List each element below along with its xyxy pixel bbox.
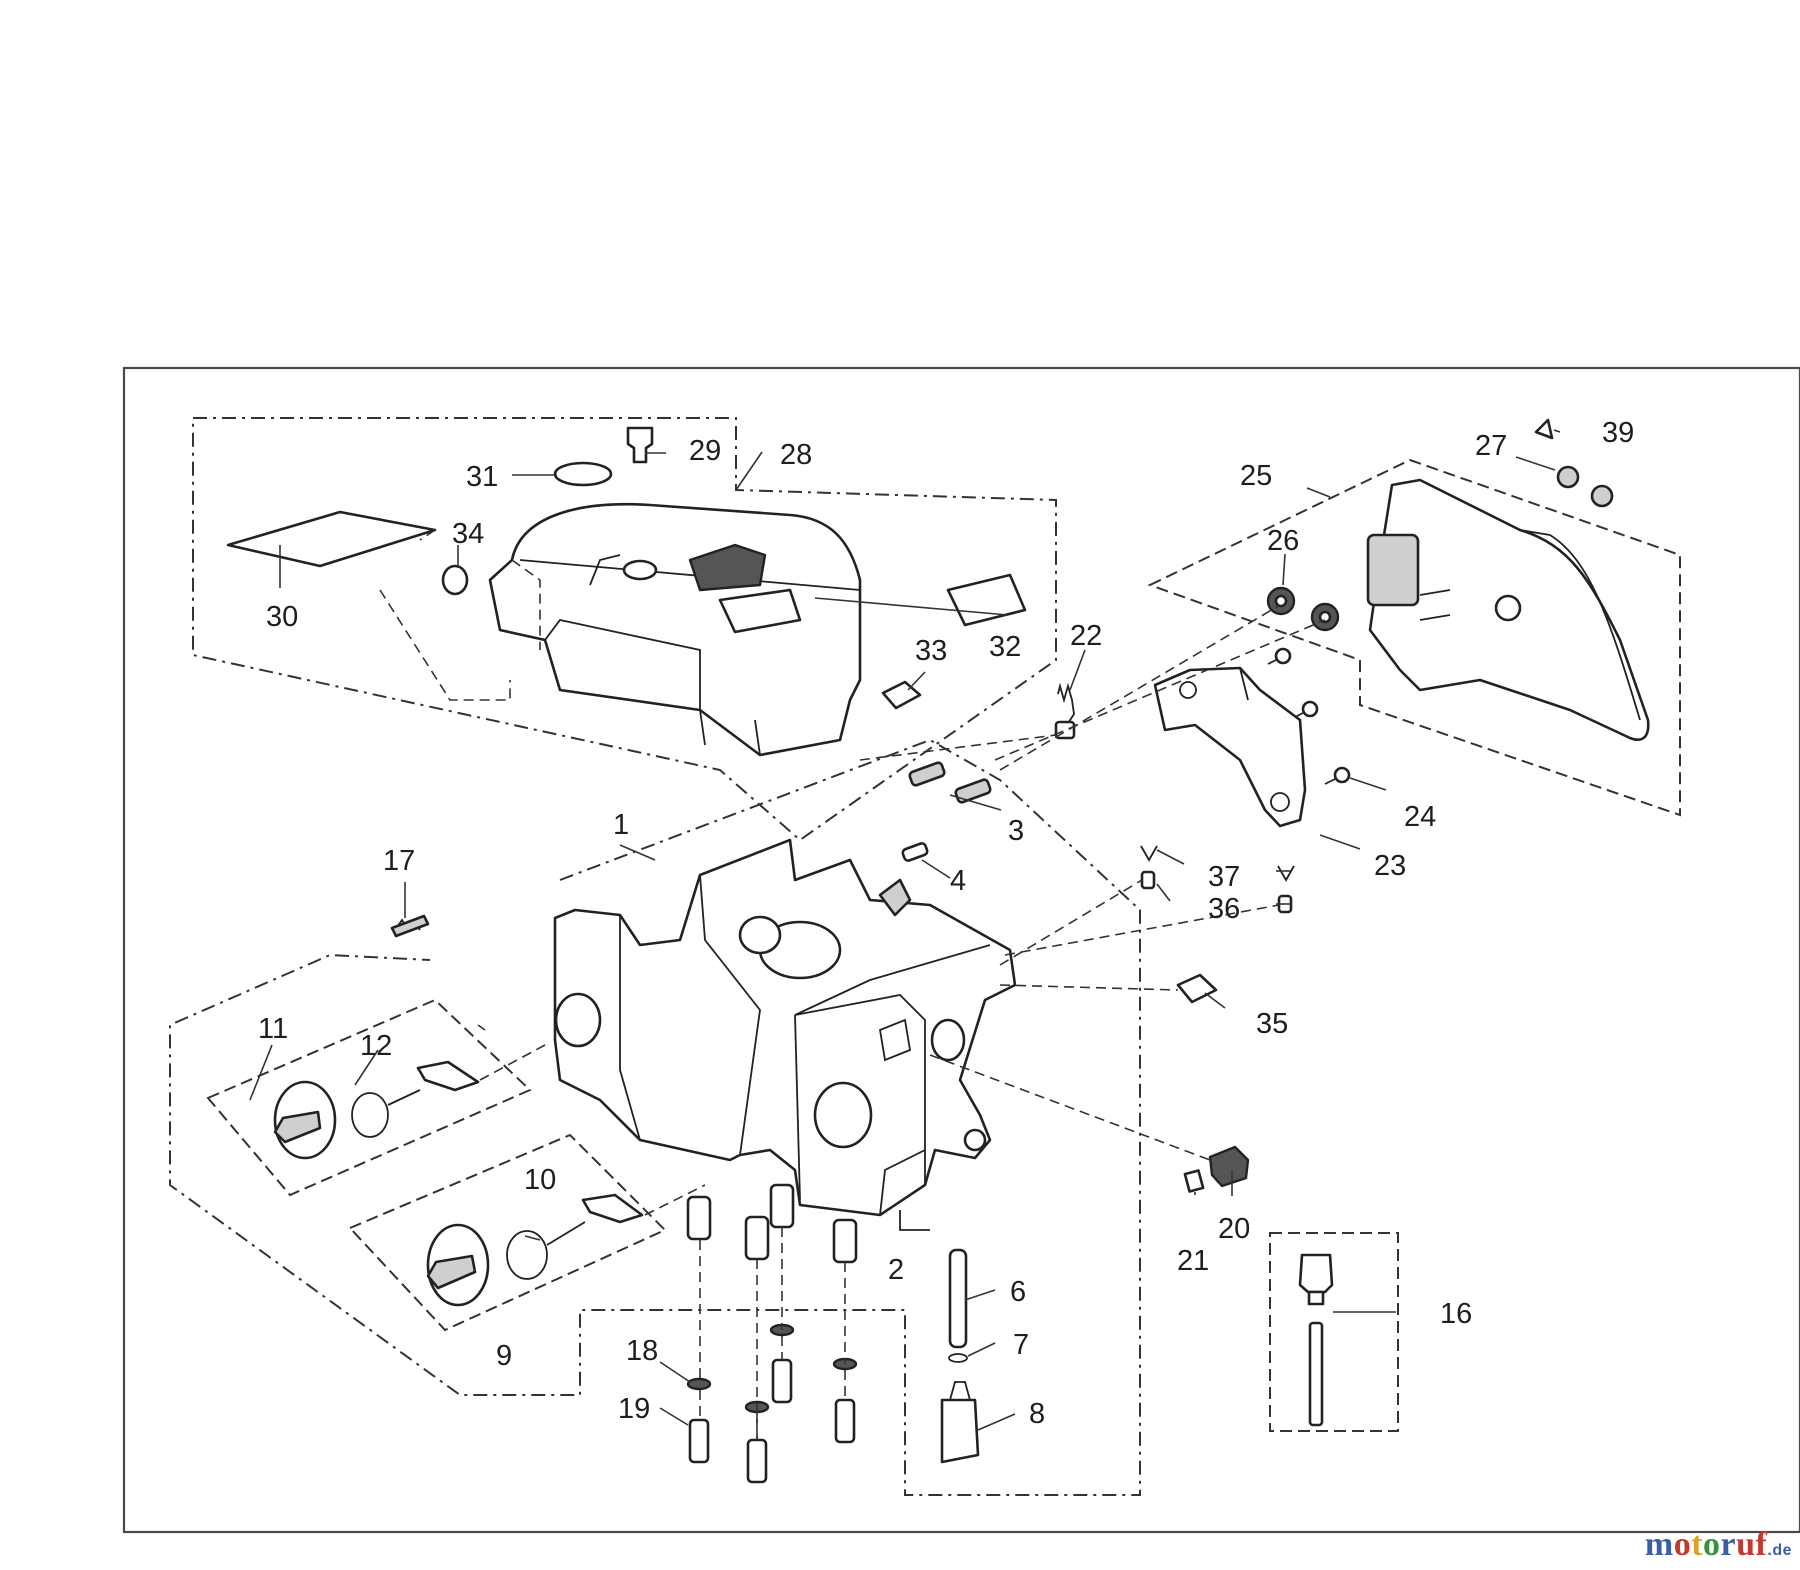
label-30: 30 bbox=[266, 601, 298, 633]
label-2: 2 bbox=[888, 1254, 904, 1286]
group-16-boundary bbox=[1269, 1232, 1399, 1432]
part-21 bbox=[1183, 1169, 1205, 1193]
pin-4 bbox=[901, 842, 929, 862]
crankcase bbox=[553, 838, 1017, 1231]
nuts-27 bbox=[1556, 465, 1614, 508]
pad-33 bbox=[881, 680, 922, 710]
plug-29 bbox=[626, 426, 654, 464]
group-11-boundary bbox=[206, 998, 532, 1197]
group-10-boundary bbox=[348, 1133, 667, 1332]
bolts-19 bbox=[688, 1358, 856, 1484]
washers-18 bbox=[686, 1323, 858, 1414]
fuel-hose-6 bbox=[948, 1248, 968, 1349]
watermark-logo: motoruf.de bbox=[1644, 1526, 1792, 1563]
label-7: 7 bbox=[1013, 1329, 1029, 1361]
label-9: 9 bbox=[496, 1340, 512, 1372]
diagram-frame bbox=[122, 366, 1800, 1534]
label-35: 35 bbox=[1256, 1008, 1288, 1040]
callout-labels: 1 2 3 4 6 7 8 9 10 11 12 16 17 18 19 20 … bbox=[258, 417, 1634, 1430]
label-33: 33 bbox=[915, 635, 947, 667]
label-25: 25 bbox=[1240, 460, 1272, 492]
label-6: 6 bbox=[1010, 1276, 1026, 1308]
label-18: 18 bbox=[626, 1335, 658, 1367]
label-8: 8 bbox=[1029, 1398, 1045, 1430]
label-26: 26 bbox=[1267, 525, 1299, 557]
label-27: 27 bbox=[1475, 430, 1507, 462]
assembly-lines bbox=[379, 529, 1326, 1440]
oil-cap-11 bbox=[273, 1060, 480, 1160]
label-20: 20 bbox=[1218, 1213, 1250, 1245]
leader-lines bbox=[249, 429, 1561, 1431]
label-32: 32 bbox=[989, 631, 1021, 663]
label-32 bbox=[946, 573, 1027, 627]
label-39: 39 bbox=[1602, 417, 1634, 449]
rivet-39 bbox=[1534, 418, 1554, 440]
decal-30 bbox=[226, 510, 437, 568]
label-17: 17 bbox=[383, 845, 415, 877]
nuts-26 bbox=[1266, 586, 1340, 632]
label-24: 24 bbox=[1404, 801, 1436, 833]
label-28: 28 bbox=[780, 439, 812, 471]
fuel-cap-9 bbox=[426, 1193, 644, 1307]
o-ring-34 bbox=[441, 564, 469, 596]
label-16: 16 bbox=[1440, 1298, 1472, 1330]
group-1-boundary bbox=[169, 738, 1141, 1496]
top-cover bbox=[488, 503, 862, 757]
group-25-boundary bbox=[1147, 458, 1681, 817]
sprocket-cover bbox=[1366, 478, 1650, 741]
fuel-filter-8 bbox=[940, 1398, 980, 1464]
label-23: 23 bbox=[1374, 850, 1406, 882]
pad-35 bbox=[1176, 973, 1218, 1004]
studs-3 bbox=[908, 761, 992, 804]
spring-pin-17-body bbox=[390, 914, 430, 938]
label-11: 11 bbox=[258, 1013, 288, 1045]
brake-plate-23 bbox=[1153, 666, 1307, 828]
part-20 bbox=[1208, 1145, 1250, 1188]
screws-24 bbox=[1267, 647, 1351, 785]
label-12: 12 bbox=[360, 1030, 392, 1062]
label-37: 37 bbox=[1208, 861, 1240, 893]
ring-7 bbox=[948, 1353, 968, 1363]
label-22: 22 bbox=[1070, 620, 1102, 652]
label-19: 19 bbox=[618, 1393, 650, 1425]
seal-ring-31 bbox=[553, 461, 613, 487]
label-31: 31 bbox=[466, 461, 498, 493]
label-21: 21 bbox=[1177, 1245, 1209, 1277]
label-4: 4 bbox=[950, 865, 966, 897]
group-28-boundary bbox=[192, 417, 1057, 842]
label-10: 10 bbox=[524, 1164, 556, 1196]
label-1: 1 bbox=[613, 809, 629, 841]
label-29: 29 bbox=[689, 435, 721, 467]
label-34: 34 bbox=[452, 518, 484, 550]
sleeves-2 bbox=[686, 1183, 858, 1264]
label-3: 3 bbox=[1008, 815, 1024, 847]
tool-16 bbox=[1298, 1253, 1334, 1427]
label-36: 36 bbox=[1208, 893, 1240, 925]
